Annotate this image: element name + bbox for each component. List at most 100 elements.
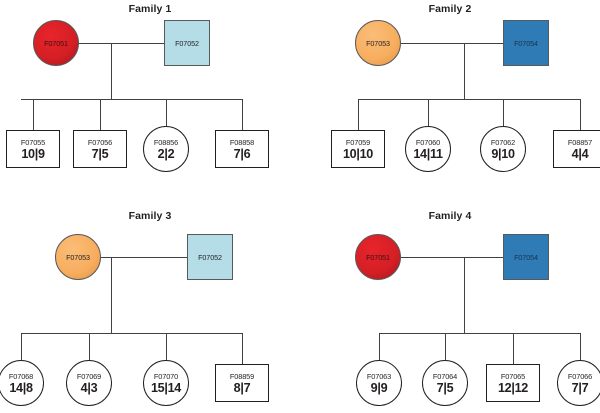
child-node[interactable]: F07062 9|10: [480, 126, 526, 172]
sib-drop-2: [89, 333, 90, 360]
child-genotype: 15|14: [150, 380, 182, 395]
child-id: F07056: [87, 137, 113, 147]
mating-line: [78, 43, 164, 44]
child-genotype: 12|12: [497, 380, 529, 395]
family-title: Family 3: [128, 210, 172, 222]
sib-drop-1: [379, 333, 380, 360]
sib-drop-3: [513, 333, 514, 364]
child-id: F08858: [229, 137, 255, 147]
child-id: F07063: [366, 371, 392, 381]
mother-id: F07051: [44, 38, 68, 48]
child-id: F07064: [432, 371, 458, 381]
child-id: F07055: [20, 137, 46, 147]
mother-node[interactable]: F07051: [355, 234, 401, 280]
sib-drop-1: [33, 99, 34, 130]
child-genotype: 10|9: [21, 146, 45, 161]
sib-drop-4: [242, 333, 243, 364]
child-id: F07065: [500, 371, 526, 381]
sib-drop-4: [580, 333, 581, 360]
child-node[interactable]: F07056 7|5: [73, 130, 127, 168]
child-genotype: 9|9: [370, 380, 388, 395]
mother-id: F07051: [366, 252, 390, 262]
child-genotype: 8|7: [233, 380, 251, 395]
child-genotype: 7|6: [233, 146, 251, 161]
sib-drop-1: [21, 333, 22, 360]
child-id: F08857: [567, 137, 593, 147]
child-node[interactable]: F08858 7|6: [215, 130, 269, 168]
father-node[interactable]: F07054: [503, 234, 549, 280]
child-id: F08856: [153, 137, 179, 147]
family-title: Family 2: [428, 3, 472, 15]
mother-node[interactable]: F07051: [33, 20, 79, 66]
descent-line: [111, 43, 112, 99]
sib-drop-3: [166, 333, 167, 360]
sibship-line: [21, 333, 243, 334]
child-id: F07070: [153, 371, 179, 381]
descent-line: [464, 43, 465, 99]
child-node[interactable]: F07059 10|10: [331, 130, 385, 168]
child-node[interactable]: F07060 14|11: [405, 126, 451, 172]
sib-drop-4: [580, 99, 581, 130]
child-id: F07059: [345, 137, 371, 147]
sib-drop-2: [428, 99, 429, 126]
father-id: F07052: [198, 252, 222, 262]
child-node[interactable]: F07063 9|9: [356, 360, 402, 406]
mating-line: [401, 43, 503, 44]
father-id: F07054: [514, 252, 538, 262]
sibship-line: [379, 333, 581, 334]
sib-drop-2: [100, 99, 101, 130]
family-panel-3: Family 3 F07053 F07052 F07068 14|8 F0706…: [0, 207, 300, 413]
family-title: Family 4: [428, 210, 472, 222]
child-id: F07060: [415, 137, 441, 147]
child-id: F08859: [229, 371, 255, 381]
sib-drop-1: [358, 99, 359, 130]
child-id: F07068: [8, 371, 34, 381]
child-node[interactable]: F07055 10|9: [6, 130, 60, 168]
child-node[interactable]: F08857 4|4: [553, 130, 600, 168]
child-node[interactable]: F07068 14|8: [0, 360, 44, 406]
descent-line: [464, 257, 465, 333]
child-genotype: 2|2: [157, 146, 175, 161]
child-genotype: 7|5: [436, 380, 454, 395]
child-node[interactable]: F07070 15|14: [143, 360, 189, 406]
child-genotype: 9|10: [491, 146, 515, 161]
father-id: F07052: [175, 38, 199, 48]
mating-line: [101, 257, 187, 258]
father-id: F07054: [514, 38, 538, 48]
family-title: Family 1: [128, 3, 172, 15]
descent-line: [111, 257, 112, 333]
sib-drop-3: [503, 99, 504, 126]
mother-id: F07053: [66, 252, 90, 262]
child-node[interactable]: F07066 7|7: [557, 360, 600, 406]
child-node[interactable]: F08859 8|7: [215, 364, 269, 402]
child-id: F07062: [490, 137, 516, 147]
sibship-line: [358, 99, 581, 100]
child-node[interactable]: F08856 2|2: [143, 126, 189, 172]
sib-drop-3: [166, 99, 167, 126]
sib-drop-2: [445, 333, 446, 360]
family-panel-2: Family 2 F07053 F07054 F07059 10|10 F070…: [300, 0, 600, 206]
child-genotype: 14|8: [9, 380, 33, 395]
child-genotype: 7|5: [91, 146, 109, 161]
mother-node[interactable]: F07053: [55, 234, 101, 280]
child-genotype: 14|11: [413, 146, 443, 161]
sibship-line: [21, 99, 243, 100]
mating-line: [401, 257, 503, 258]
child-id: F07069: [76, 371, 102, 381]
child-id: F07066: [567, 371, 593, 381]
child-node[interactable]: F07064 7|5: [422, 360, 468, 406]
father-node[interactable]: F07052: [187, 234, 233, 280]
father-node[interactable]: F07052: [164, 20, 210, 66]
mother-node[interactable]: F07053: [355, 20, 401, 66]
family-panel-4: Family 4 F07051 F07054 F07063 9|9 F07064…: [300, 207, 600, 413]
sib-drop-4: [242, 99, 243, 130]
child-genotype: 7|7: [571, 380, 589, 395]
child-genotype: 4|3: [80, 380, 98, 395]
family-panel-1: Family 1 F07051 F07052 F07055 10|9 F0705…: [0, 0, 300, 206]
father-node[interactable]: F07054: [503, 20, 549, 66]
mother-id: F07053: [366, 38, 390, 48]
child-node[interactable]: F07069 4|3: [66, 360, 112, 406]
child-genotype: 4|4: [571, 146, 589, 161]
child-node[interactable]: F07065 12|12: [486, 364, 540, 402]
